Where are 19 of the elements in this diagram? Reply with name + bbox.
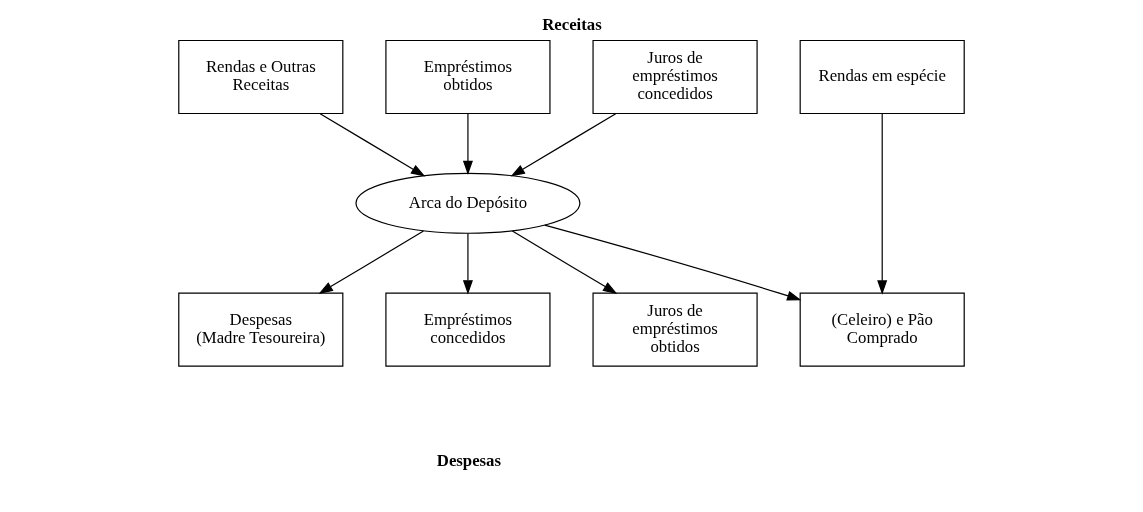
node-box: Juros de empréstimos concedidos <box>592 39 758 115</box>
node-box: Juros de empréstimos obtidos <box>592 292 758 367</box>
arrow <box>511 230 618 294</box>
node-ellipse: Arca do Depósito <box>355 172 581 234</box>
arrow <box>462 232 473 295</box>
node-box: Empréstimos obtidos <box>385 39 551 115</box>
arrow <box>319 113 426 177</box>
arrow <box>544 224 802 301</box>
node-box: Rendas e Outras Receitas <box>178 39 344 115</box>
caption: Despesas <box>436 450 502 470</box>
node-box: Despesas (Madre Tesoureira) <box>178 292 344 367</box>
arrow <box>462 113 473 176</box>
diagram-title: Receitas <box>542 14 602 34</box>
arrow <box>877 112 888 295</box>
arrow <box>510 113 617 177</box>
arrow <box>318 230 425 294</box>
node-box: Rendas em espécie <box>799 39 965 115</box>
node-box: (Celeiro) e Pão Comprado <box>799 292 965 367</box>
node-box: Empréstimos concedidos <box>385 292 551 367</box>
